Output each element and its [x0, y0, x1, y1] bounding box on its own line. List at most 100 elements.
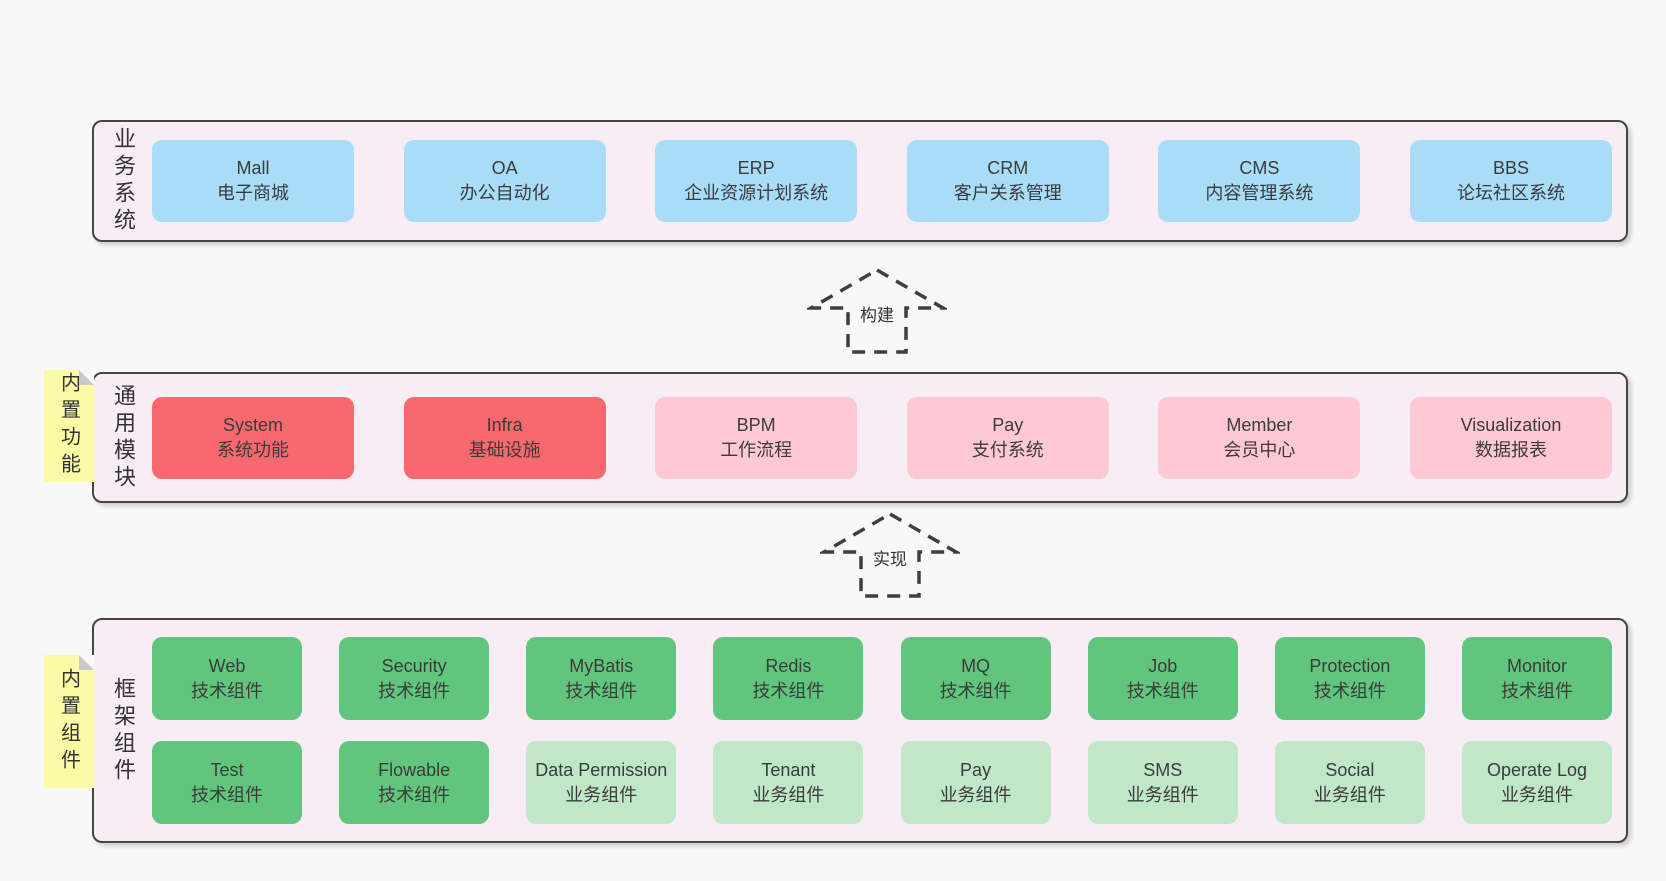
module-desc: 业务组件 — [939, 784, 1012, 805]
arrow-up-icon — [807, 267, 947, 354]
module-desc: 业务组件 — [752, 784, 825, 805]
implement-arrow: 实现 — [820, 510, 960, 600]
module-desc: 会员中心 — [1223, 439, 1296, 460]
arrow-label: 构建 — [856, 300, 898, 327]
module-box-tenant: Tenant 业务组件 — [713, 741, 864, 824]
module-name: BBS — [1492, 158, 1529, 178]
module-name: Web — [208, 655, 246, 676]
layer-title-column: 通用模块 — [94, 374, 152, 501]
module-box-system: System 系统功能 — [152, 396, 354, 479]
sticky-note-builtin-features: 内置功能 — [44, 370, 94, 482]
module-box-redis: Redis 技术组件 — [713, 637, 864, 720]
module-desc: 技术组件 — [939, 680, 1012, 701]
module-desc: 论坛社区系统 — [1456, 183, 1565, 203]
module-box-security: Security 技术组件 — [339, 637, 490, 720]
layer-title: 框架组件 — [111, 676, 136, 785]
build-arrow: 构建 — [807, 266, 947, 356]
module-name: ERP — [737, 158, 775, 178]
module-name: Monitor — [1506, 655, 1567, 676]
module-box-pay: Pay 业务组件 — [900, 741, 1051, 824]
module-name: CMS — [1239, 158, 1280, 178]
module-desc: 技术组件 — [1126, 680, 1199, 701]
module-box-visualization: Visualization 数据报表 — [1409, 396, 1612, 479]
module-name: OA — [491, 158, 518, 178]
module-box-bbs: BBS 论坛社区系统 — [1409, 140, 1612, 222]
module-box-oa: OA 办公自动化 — [403, 140, 606, 222]
module-name: CRM — [987, 158, 1029, 178]
module-desc: 技术组件 — [378, 680, 451, 701]
module-name: Flowable — [378, 759, 451, 780]
sticky-note-builtin-components: 内置组件 — [44, 655, 94, 788]
layer-title: 通用模块 — [111, 383, 136, 492]
module-box-data-permission: Data Permission 业务组件 — [526, 741, 677, 824]
module-name: SMS — [1143, 759, 1183, 780]
module-name: Job — [1148, 655, 1178, 676]
module-desc: 技术组件 — [565, 680, 638, 701]
module-box-monitor: Monitor 技术组件 — [1461, 637, 1612, 720]
layer-title-column: 框架组件 — [94, 620, 152, 841]
module-desc: 业务组件 — [1313, 784, 1386, 805]
module-desc: 业务组件 — [1500, 784, 1573, 805]
sticky-note-text: 内置功能 — [57, 372, 80, 480]
module-desc: 技术组件 — [191, 784, 263, 805]
arrow-label: 实现 — [869, 544, 911, 571]
layer-title: 业务系统 — [111, 127, 136, 235]
module-desc: 系统功能 — [217, 439, 289, 460]
module-name: Visualization — [1460, 414, 1562, 435]
module-name: System — [222, 414, 283, 435]
module-desc: 办公自动化 — [459, 183, 550, 203]
module-name: Test — [210, 759, 244, 780]
module-desc: 技术组件 — [378, 784, 451, 805]
module-name: MyBatis — [569, 655, 634, 676]
sticky-note-text: 内置组件 — [57, 667, 80, 776]
module-box-mybatis: MyBatis 技术组件 — [526, 637, 677, 720]
module-name: Social — [1325, 759, 1375, 780]
module-name: Pay — [992, 414, 1024, 435]
module-box-social: Social 业务组件 — [1274, 741, 1425, 824]
module-name: Redis — [765, 655, 812, 676]
module-name: Pay — [960, 759, 992, 780]
module-box-sms: SMS 业务组件 — [1087, 741, 1238, 824]
module-box-flowable: Flowable 技术组件 — [339, 741, 490, 824]
arrow-up-icon — [820, 511, 960, 598]
module-name: MQ — [961, 655, 991, 676]
module-name: Operate Log — [1486, 759, 1588, 780]
module-desc: 客户关系管理 — [953, 183, 1062, 203]
module-name: Member — [1226, 414, 1293, 435]
module-desc: 技术组件 — [752, 680, 825, 701]
module-name: Security — [381, 655, 447, 676]
module-desc: 电子商城 — [217, 183, 289, 203]
module-name: Protection — [1309, 655, 1391, 676]
module-box-operate-log: Operate Log 业务组件 — [1461, 741, 1612, 824]
module-box-protection: Protection 技术组件 — [1274, 637, 1425, 720]
module-name: Data Permission — [535, 759, 668, 780]
module-name: Tenant — [761, 759, 816, 780]
module-desc: 工作流程 — [720, 439, 793, 460]
module-desc: 业务组件 — [1126, 784, 1199, 805]
module-desc: 内容管理系统 — [1205, 183, 1314, 203]
module-desc: 技术组件 — [1313, 680, 1386, 701]
module-desc: 数据报表 — [1474, 439, 1547, 460]
module-desc: 业务组件 — [565, 784, 638, 805]
module-box-test: Test 技术组件 — [152, 741, 302, 824]
module-desc: 基础设施 — [468, 439, 541, 460]
module-box-member: Member 会员中心 — [1158, 396, 1361, 479]
module-name: Infra — [486, 414, 523, 435]
module-box-crm: CRM 客户关系管理 — [906, 140, 1109, 222]
module-desc: 技术组件 — [1500, 680, 1573, 701]
